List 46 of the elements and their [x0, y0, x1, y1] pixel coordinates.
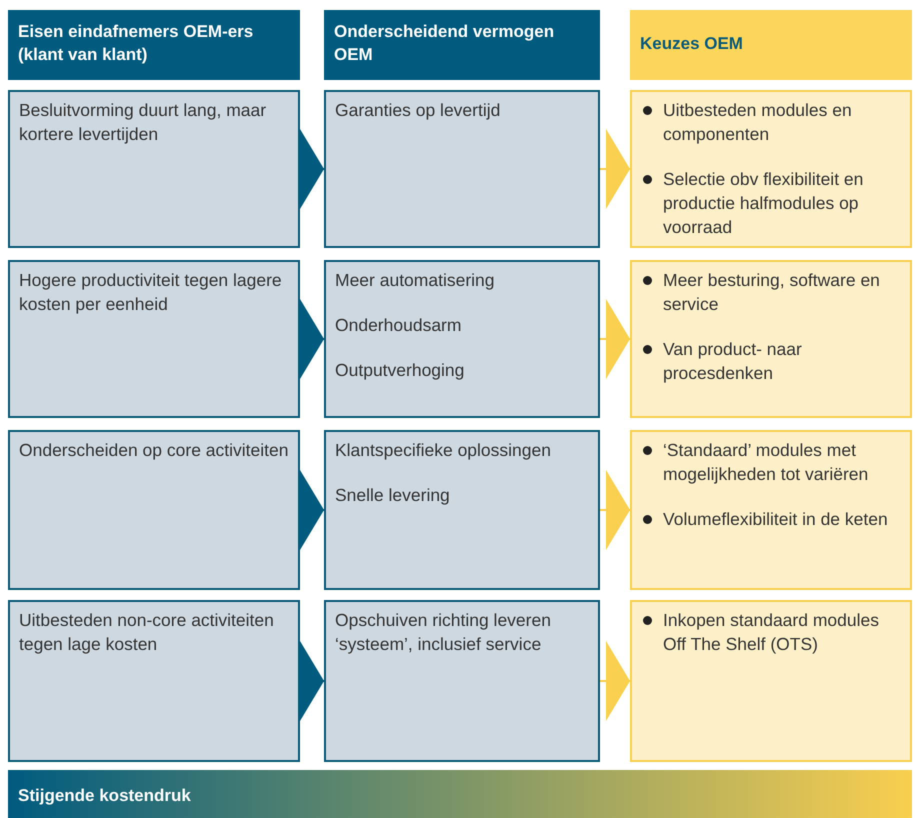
- bullet-text: Inkopen standaard modules Off The Shelf (OTS): [663, 610, 879, 654]
- bullet-text: Selectie obv flexibiliteit en productie halfmodules op voorraad: [663, 169, 864, 237]
- chevron-arrow: [300, 299, 324, 379]
- header-text: Onderscheidend vermogen OEM: [334, 21, 556, 66]
- box-text: Snelle levering: [335, 484, 451, 507]
- column-header: [324, 10, 600, 80]
- column-header: [630, 10, 912, 80]
- content-box: [324, 90, 600, 248]
- box-text: Hogere productiviteit tegen lagere kosten per eenheid: [19, 269, 283, 316]
- chevron-arrow: [300, 470, 324, 550]
- content-box: [324, 600, 600, 762]
- bullet-text: Van product- naar procesdenken: [663, 339, 802, 383]
- content-box: [324, 430, 600, 590]
- header-text: Eisen eindafnemers OEM-ers (klant van klant): [18, 21, 254, 66]
- bullet-text: Uitbesteden modules en componenten: [663, 100, 852, 144]
- chevron-arrow: [300, 129, 324, 209]
- choice-box: [630, 260, 912, 418]
- bullet-text: ‘Standaard’ modules met mogelijkheden tot variëren: [663, 440, 868, 484]
- bullet-text: Meer besturing, software en service: [663, 270, 880, 314]
- choice-box: [630, 600, 912, 762]
- box-text: Garanties op levertijd: [335, 99, 502, 122]
- chevron-arrow: [300, 641, 324, 721]
- box-text: Opschuiven richting leveren ‘systeem’, inclusief service: [335, 609, 552, 656]
- content-box: [8, 90, 300, 248]
- choice-box: [630, 430, 912, 590]
- chevron-arrow: [600, 470, 630, 550]
- choice-box: [630, 90, 912, 248]
- box-text: Besluitvorming duurt lang, maar kortere levertijden: [19, 99, 268, 146]
- band-title: Stijgende kostendruk: [18, 786, 192, 806]
- box-text: Uitbesteden non-core activiteiten tegen lage kosten: [19, 609, 275, 656]
- box-text: Onderscheiden op core activiteiten: [19, 439, 289, 462]
- content-box: [324, 260, 600, 418]
- box-text: Meer automatisering: [335, 269, 496, 292]
- content-box: [8, 430, 300, 590]
- column-header: [8, 10, 300, 80]
- gradient-band: [8, 770, 912, 818]
- content-box: [8, 260, 300, 418]
- chevron-arrow: [600, 129, 630, 209]
- content-box: [8, 600, 300, 762]
- chevron-arrow: [600, 641, 630, 721]
- chevron-arrow: [600, 299, 630, 379]
- header-text: Keuzes OEM: [640, 34, 744, 54]
- bullet-text: Volumeflexibiliteit in de keten: [663, 509, 888, 529]
- box-text: Onderhoudsarm: [335, 314, 462, 337]
- box-text: Klantspecifieke oplossingen: [335, 439, 552, 462]
- box-text: Outputverhoging: [335, 359, 466, 382]
